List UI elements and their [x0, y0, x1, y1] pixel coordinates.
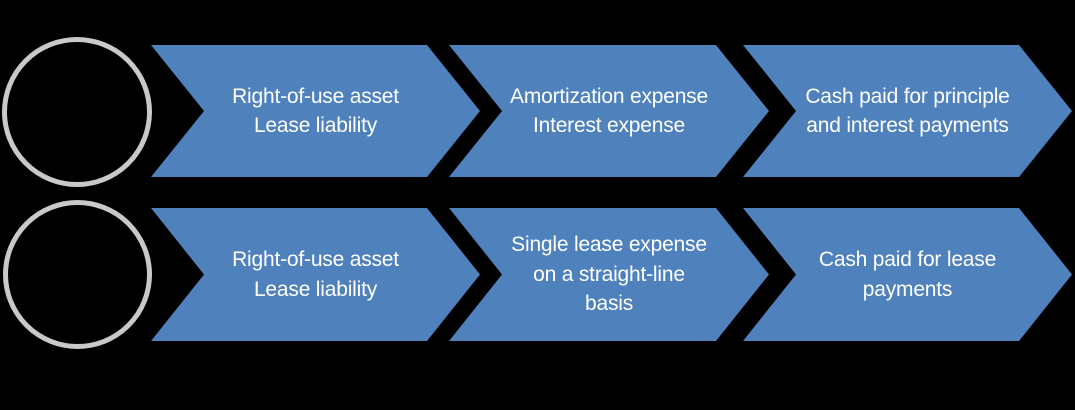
row1-step3-label: Cash paid for principle and interest pay…	[805, 84, 1010, 137]
row2-circle	[3, 200, 152, 349]
row1-step1-label: Right-of-use asset Lease liability	[232, 84, 399, 137]
row1-step2-label: Amortization expense Interest expense	[510, 84, 708, 137]
row1-step2-chevron: Amortization expense Interest expense	[449, 45, 769, 177]
row2-step3-label: Cash paid for lease payments	[818, 248, 997, 301]
row1-step3-chevron: Cash paid for principle and interest pay…	[743, 45, 1072, 177]
row2-step1-label: Right-of-use asset Lease liability	[232, 248, 399, 301]
row1-circle	[2, 37, 152, 187]
row1-step1-chevron: Right-of-use asset Lease liability	[151, 45, 480, 177]
row2-step2-label: Single lease expense on a straight-line …	[511, 233, 707, 316]
row2-step3-chevron: Cash paid for lease payments	[743, 208, 1072, 341]
row2-step1-chevron: Right-of-use asset Lease liability	[151, 208, 480, 341]
row2-step2-chevron: Single lease expense on a straight-line …	[449, 208, 769, 341]
